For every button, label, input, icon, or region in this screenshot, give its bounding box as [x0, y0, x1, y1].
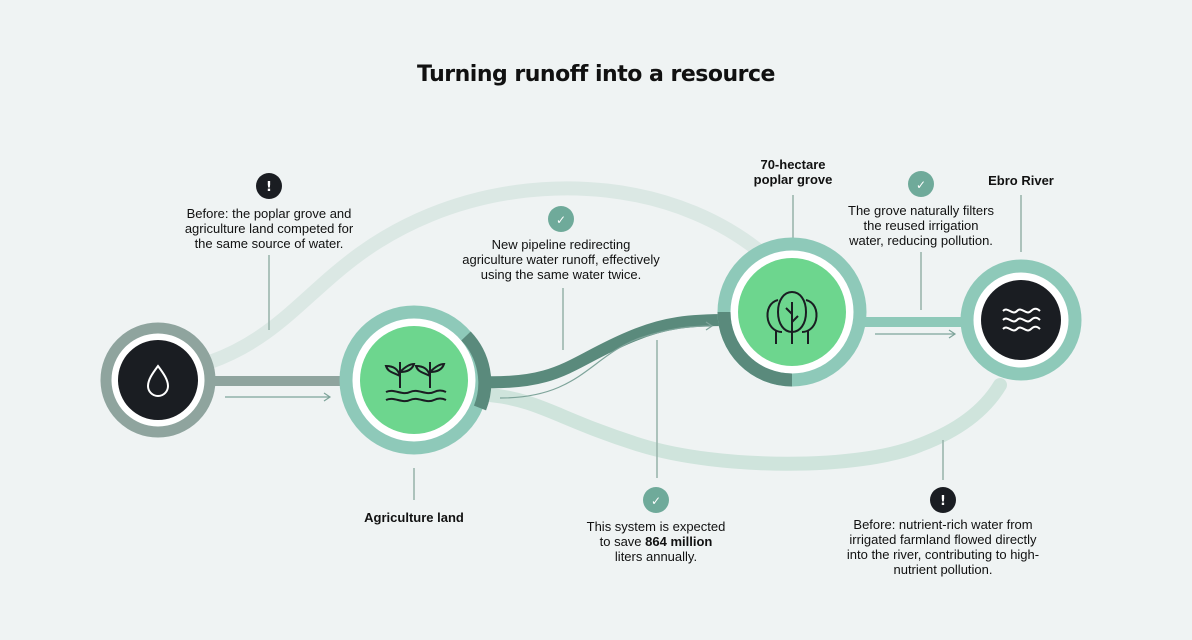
runoff-channel	[483, 378, 1007, 471]
flow-arrows	[225, 321, 957, 402]
trees-icon	[766, 290, 818, 344]
page-title: Turning runoff into a resource	[417, 62, 775, 87]
crops-icon	[384, 362, 447, 403]
check-icon: ✓	[556, 213, 566, 227]
annotation-before-grove: Before: the poplar grove and agriculture…	[184, 206, 354, 251]
annotation-savings: This system is expected to save 864 mill…	[566, 519, 746, 564]
savings-amount-line: to save 864 million	[599, 534, 713, 549]
check-icon: ✓	[916, 178, 926, 192]
label-river: Ebro River	[988, 173, 1054, 188]
water-drop-icon	[146, 364, 170, 397]
warning-badge-before-grove: !	[256, 173, 282, 199]
grove-node	[717, 237, 867, 387]
annotation-before-river: Before: nutrient-rich water from irrigat…	[846, 517, 1040, 577]
agriculture-node	[339, 305, 492, 455]
label-agriculture: Agriculture land	[364, 510, 464, 525]
check-badge-filter: ✓	[908, 171, 934, 197]
warning-icon: !	[266, 180, 272, 195]
warning-icon: !	[940, 494, 946, 509]
label-grove: 70-hectare poplar grove	[753, 157, 833, 187]
water-source-node	[100, 322, 216, 438]
river-node	[960, 259, 1082, 381]
annotation-pipeline: New pipeline redirecting agriculture wat…	[462, 237, 660, 282]
warning-badge-before-river: !	[930, 487, 956, 513]
grove-to-river-pipe	[840, 317, 980, 327]
annotation-filter: The grove naturally filters the reused i…	[848, 203, 994, 248]
new-pipeline	[479, 314, 731, 389]
check-icon: ✓	[651, 494, 661, 508]
source-to-agri-pipe	[190, 376, 360, 386]
connector-lines	[268, 195, 1022, 500]
check-badge-pipeline: ✓	[548, 206, 574, 232]
old-water-channel	[203, 181, 777, 369]
check-badge-savings: ✓	[643, 487, 669, 513]
waves-icon	[1002, 307, 1041, 332]
